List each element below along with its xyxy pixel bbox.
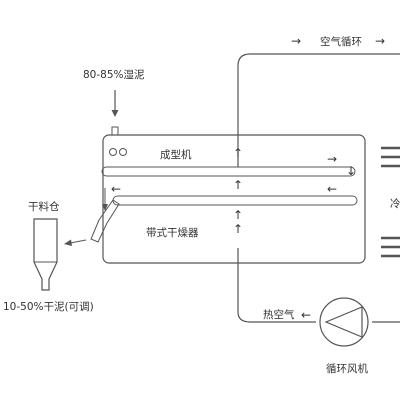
up-arrow-4: ↑ (233, 222, 243, 236)
air-flow-arrow-top-2: → (375, 34, 385, 48)
wet-sludge-feed-arrow (111, 110, 119, 117)
wet-sludge-label: 80-85%湿泥 (83, 68, 145, 81)
dry-silo-label: 干料仓 (28, 200, 60, 213)
upper-belt-arrow: → (327, 152, 337, 166)
cooler-label: 冷 (390, 197, 400, 210)
hot-air-arrow: ← (301, 308, 311, 322)
lower-conveyor-belt (112, 195, 358, 206)
dry-sludge-label: 10-50%干泥(可调) (3, 300, 94, 313)
forming-machine-label: 成型机 (160, 148, 192, 161)
discharge-line (69, 239, 87, 244)
up-arrow-2: ↑ (233, 178, 243, 192)
forming-roller-1 (109, 148, 117, 156)
air-cycle-label: 空气循环 (320, 35, 362, 48)
discharge-chute (90, 199, 120, 243)
dryer-housing (102, 134, 366, 264)
chute-inlet-arrow (102, 204, 108, 211)
forming-roller-2 (119, 148, 127, 156)
fan-label: 循环风机 (326, 362, 368, 375)
cooler (381, 146, 400, 258)
air-flow-arrow-top-1: → (291, 34, 301, 48)
up-arrow-3: ↑ (233, 208, 243, 222)
discharge-arrow (64, 239, 72, 246)
upper-conveyor-belt (101, 166, 356, 177)
air-duct-top (237, 53, 400, 167)
lower-belt-arrow-left: ← (111, 182, 121, 196)
hot-air-label: 热空气 (263, 308, 295, 321)
fan-impeller-icon (324, 306, 363, 338)
transfer-arrow-down: ↓ (346, 164, 356, 178)
air-duct-bottom (237, 248, 316, 323)
belt-dryer-label: 带式干燥器 (146, 226, 199, 239)
dry-silo (33, 218, 58, 291)
up-arrow-1: ↑ (233, 146, 243, 160)
lower-belt-arrow-left-2: ← (327, 182, 337, 196)
inlet-nozzle (111, 126, 119, 136)
